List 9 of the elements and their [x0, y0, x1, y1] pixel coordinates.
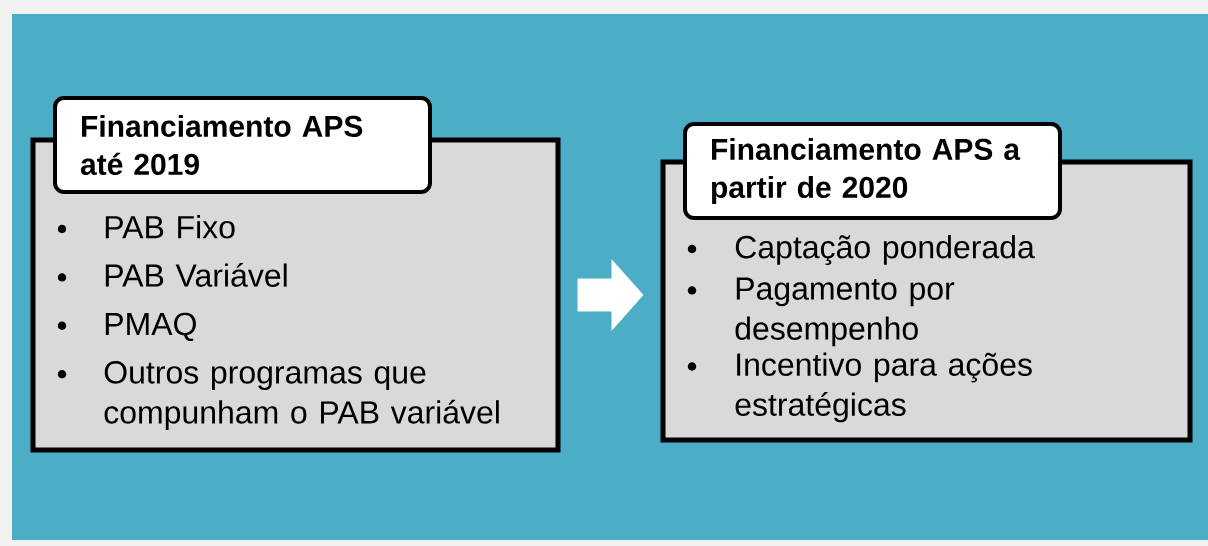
list-item: PMAQ [105, 312, 196, 342]
list-item: PAB Variável [105, 263, 287, 287]
list-item: Incentivo para ações estratégicas [735, 352, 1032, 423]
list-item: Outros programas que compunham o PAB variável [104, 361, 499, 431]
heading-box: Financiamento APS a partir de 2020 [683, 122, 1062, 220]
list-item: Captação ponderada [735, 235, 1035, 265]
heading-box: Financiamento APS até 2019 [53, 96, 432, 194]
list-item: Pagamento por desempenho [735, 277, 955, 347]
list-item: PAB Fixo [105, 215, 235, 239]
